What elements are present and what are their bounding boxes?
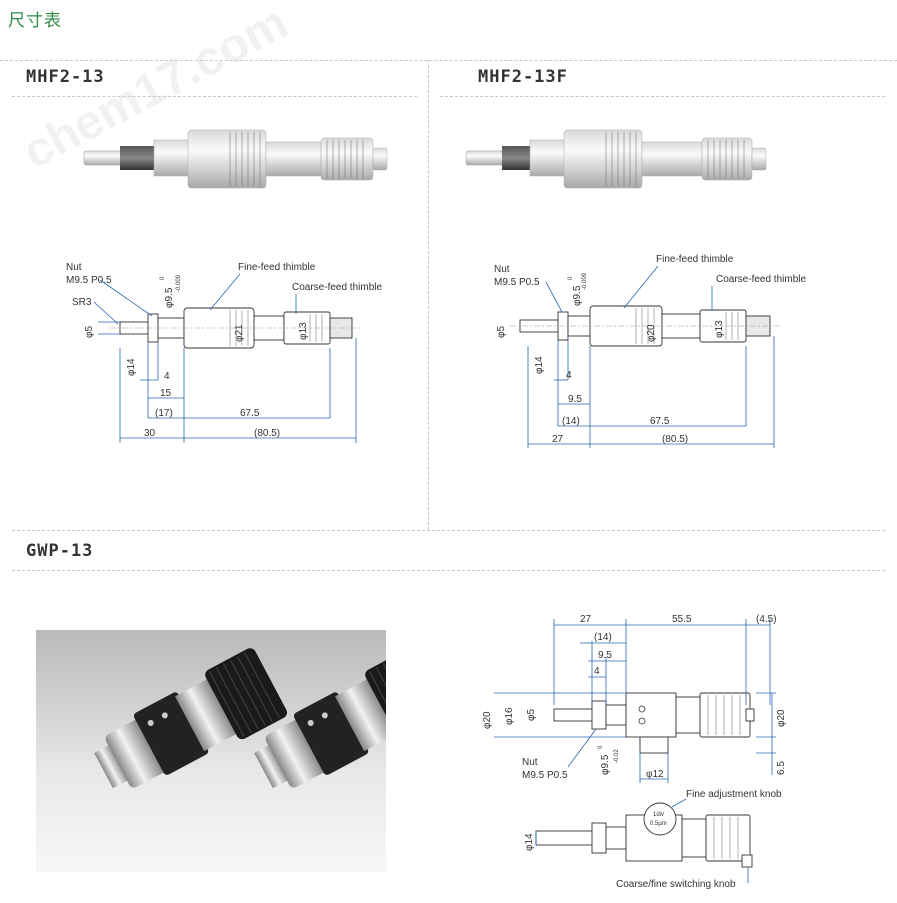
- dim-80-5: (80.5): [254, 428, 280, 439]
- section-title-gwp-13: GWP-13: [26, 541, 94, 561]
- dia-stem-tol-bottom: -0.009: [582, 272, 588, 290]
- coarse-thimble-label: Coarse-feed thimble: [292, 282, 382, 293]
- dia-stem-tol-top: 0: [160, 276, 166, 280]
- mhf2-13f-photo: [462, 118, 782, 198]
- divider-mhf2-13: [12, 96, 417, 97]
- dial-text-1: 1div: [653, 812, 664, 818]
- dim-4: 4: [566, 370, 572, 381]
- dim-67-5: 67.5: [650, 416, 670, 427]
- dia-spindle: φ5: [84, 326, 95, 338]
- coarse-thimble-label: Coarse-feed thimble: [716, 274, 806, 285]
- page-title: 尺寸表: [8, 11, 62, 31]
- dim-17: (17): [155, 408, 173, 419]
- dim-4: 4: [594, 666, 600, 677]
- dim-80-5: (80.5): [662, 434, 688, 445]
- fine-thimble-label: Fine-feed thimble: [656, 254, 734, 265]
- mhf2-13f-drawing: Nut M9.5 P0.5 φ5 φ9.5 0 -0.009 φ14 φ20 φ…: [490, 250, 820, 455]
- dia-stem-tol-bottom: -0.009: [176, 274, 182, 292]
- dim-15: 15: [160, 388, 172, 399]
- nut-label: Nut: [66, 262, 82, 273]
- nut-label: Nut: [494, 264, 510, 275]
- dia-stem-tol-top: 0: [598, 745, 604, 749]
- dim-67-5: 67.5: [240, 408, 260, 419]
- dia-fine: φ21: [234, 324, 245, 342]
- dia-stem-tol-bottom: -0.02: [614, 749, 620, 763]
- divider-mhf2-13f: [440, 96, 885, 97]
- dim-9-5: 9.5: [598, 650, 612, 661]
- dia-fine: φ20: [646, 324, 657, 342]
- nut-spec: M9.5 P0.5: [522, 770, 568, 781]
- dia-12: φ12: [646, 769, 664, 780]
- nut-label: Nut: [522, 757, 538, 768]
- dia-20-right: φ20: [776, 709, 787, 727]
- fine-adjustment-label: Fine adjustment knob: [686, 789, 782, 800]
- nut-spec: M9.5 P0.5: [66, 275, 112, 286]
- dia-spindle: φ5: [496, 326, 507, 338]
- gwp-13-photo: [36, 630, 386, 872]
- dim-30: 30: [144, 428, 156, 439]
- fine-thimble-label: Fine-feed thimble: [238, 262, 316, 273]
- section-title-mhf2-13f: MHF2-13F: [478, 67, 568, 87]
- dim-9-5: 9.5: [568, 394, 582, 405]
- dim-6-5: 6.5: [776, 761, 787, 775]
- dial-text-2: 0.5μm: [650, 821, 667, 827]
- dia-stem: φ9.5: [600, 754, 611, 775]
- dim-4: 4: [164, 371, 170, 382]
- dia-stem-tol-top: 0: [568, 276, 574, 280]
- dim-27: 27: [552, 434, 564, 445]
- divider-top: [0, 60, 897, 61]
- section-title-mhf2-13: MHF2-13: [26, 67, 105, 87]
- switch-knob-label: Coarse/fine switching knob: [616, 879, 736, 890]
- dim-4-5: (4.5): [756, 614, 777, 625]
- dia-14: φ14: [524, 833, 535, 851]
- dia-stem: φ9.5: [164, 287, 175, 308]
- dia-20-left: φ20: [482, 711, 493, 729]
- gwp-13-drawing: 27 55.5 (4.5) (14) 9.5 4 φ20 φ16 φ5 φ20 …: [480, 605, 790, 895]
- dim-14: (14): [562, 416, 580, 427]
- dim-14: (14): [594, 632, 612, 643]
- divider-gwp-13: [12, 570, 885, 571]
- dim-27: 27: [580, 614, 592, 625]
- sr-label: SR3: [72, 297, 92, 308]
- mhf2-13-drawing: Nut M9.5 P0.5 SR3 φ5 φ9.5 0 -0.009 φ14 φ…: [60, 258, 390, 453]
- dia-body: φ14: [126, 358, 137, 376]
- dia-coarse: φ13: [714, 320, 725, 338]
- mhf2-13-photo: [80, 118, 400, 198]
- dim-55-5: 55.5: [672, 614, 692, 625]
- nut-spec: M9.5 P0.5: [494, 277, 540, 288]
- dia-body: φ14: [534, 356, 545, 374]
- divider-vertical: [428, 60, 429, 530]
- dia-16: φ16: [504, 707, 515, 725]
- divider-mid: [12, 530, 885, 531]
- dia-stem: φ9.5: [572, 285, 583, 306]
- dia-coarse: φ13: [298, 322, 309, 340]
- dia-5: φ5: [526, 709, 537, 721]
